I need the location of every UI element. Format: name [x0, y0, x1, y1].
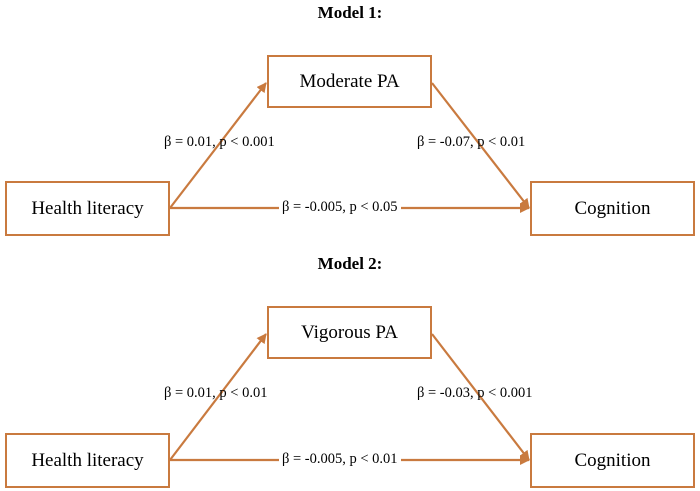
- model1-path-c-label: β = -0.005, p < 0.05: [279, 199, 401, 216]
- model1-path-a-label: β = 0.01, p < 0.001: [164, 134, 275, 150]
- model1-mediator-box: Moderate PA: [267, 55, 432, 108]
- model1-predictor-label: Health literacy: [31, 197, 144, 219]
- model1-title: Model 1:: [317, 3, 383, 22]
- model1-outcome-label: Cognition: [574, 197, 651, 219]
- model2-outcome-label: Cognition: [574, 449, 651, 471]
- model2-mediator-label: Vigorous PA: [301, 321, 398, 343]
- model2-arrow-predictor-to-mediator: [169, 333, 267, 461]
- model1-arrow-predictor-to-mediator: [169, 82, 267, 209]
- model1-path-b-label: β = -0.07, p < 0.01: [417, 134, 526, 150]
- model2-outcome-box: Cognition: [530, 433, 695, 488]
- model1-arrow-mediator-to-outcome: [431, 82, 530, 209]
- model2-predictor-box: Health literacy: [5, 433, 170, 488]
- model2-predictor-label: Health literacy: [31, 449, 144, 471]
- model1-predictor-box: Health literacy: [5, 181, 170, 236]
- model2-title: Model 2:: [317, 254, 383, 273]
- model2-path-b-label: β = -0.03, p < 0.001: [417, 385, 533, 401]
- model2-arrow-mediator-to-outcome: [431, 333, 530, 461]
- model1-outcome-box: Cognition: [530, 181, 695, 236]
- model2-mediator-box: Vigorous PA: [267, 306, 432, 359]
- model2-path-a-label: β = 0.01, p < 0.01: [164, 385, 268, 401]
- model2-path-c-label: β = -0.005, p < 0.01: [279, 451, 401, 468]
- model1-mediator-label: Moderate PA: [299, 70, 400, 92]
